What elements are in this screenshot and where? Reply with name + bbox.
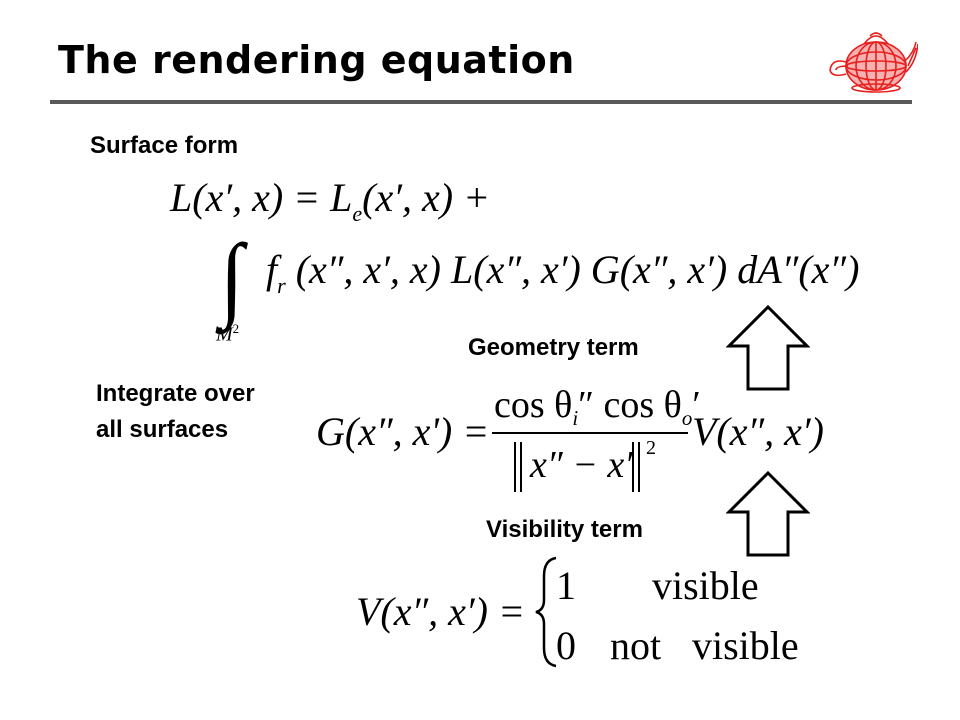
norm-bar-right-2 — [638, 442, 640, 492]
brdf-subscript: r — [277, 273, 286, 298]
integrate-label-line2: all surfaces — [96, 416, 229, 443]
visibility-term-label: Visibility term — [486, 516, 643, 543]
integrate-label-line1: Integrate over — [96, 380, 255, 407]
norm-bar-right-1 — [632, 442, 634, 492]
integral-domain: M2 — [216, 321, 240, 346]
case2-text-not: not — [610, 623, 662, 668]
geometry-term-label: Geometry term — [468, 334, 639, 361]
integral-sign: ∫ — [220, 224, 244, 330]
up-arrow-icon — [726, 304, 810, 391]
norm-bar-left-2 — [520, 442, 522, 492]
case2-text-visible: visible — [692, 623, 799, 668]
brdf-f: f — [266, 247, 278, 292]
slide-title: The rendering equation — [58, 38, 575, 82]
geometry-numerator: cos θi″ cos θo′ — [494, 384, 701, 430]
rendering-equation-line1: L(x′, x) = Le(x′, x) + — [170, 175, 491, 225]
visibility-lhs: V(x″, x′) = — [356, 589, 525, 634]
teapot-wireframe-logo — [829, 32, 918, 93]
geometry-denominator: x″ − x′ — [530, 444, 633, 486]
integrand-body: (x″, x′, x) L(x″, x′) G(x″, x′) dA″(x″) — [295, 247, 860, 292]
surface-form-label: Surface form — [90, 132, 239, 159]
norm-bar-left-1 — [514, 442, 516, 492]
geometry-rhs: V(x″, x′) — [692, 409, 824, 454]
geometry-lhs: G(x″, x') = — [316, 409, 490, 454]
fraction-bar — [492, 432, 688, 434]
eq1-rhs: (x′, x) + — [362, 175, 491, 220]
rendering-equation-line2: fr (x″, x′, x) L(x″, x′) G(x″, x′) dA″(x… — [266, 247, 860, 297]
up-arrow-icon — [726, 470, 810, 557]
denominator-exponent: 2 — [646, 437, 656, 459]
case1-value: 1 — [556, 563, 576, 608]
eq1-subscript: e — [352, 201, 363, 226]
eq1-lhs: L(x′, x) = L — [170, 175, 353, 220]
case1-text: visible — [652, 563, 759, 608]
cases-brace — [535, 556, 557, 668]
title-divider — [50, 100, 912, 104]
case2-value: 0 — [556, 623, 576, 668]
